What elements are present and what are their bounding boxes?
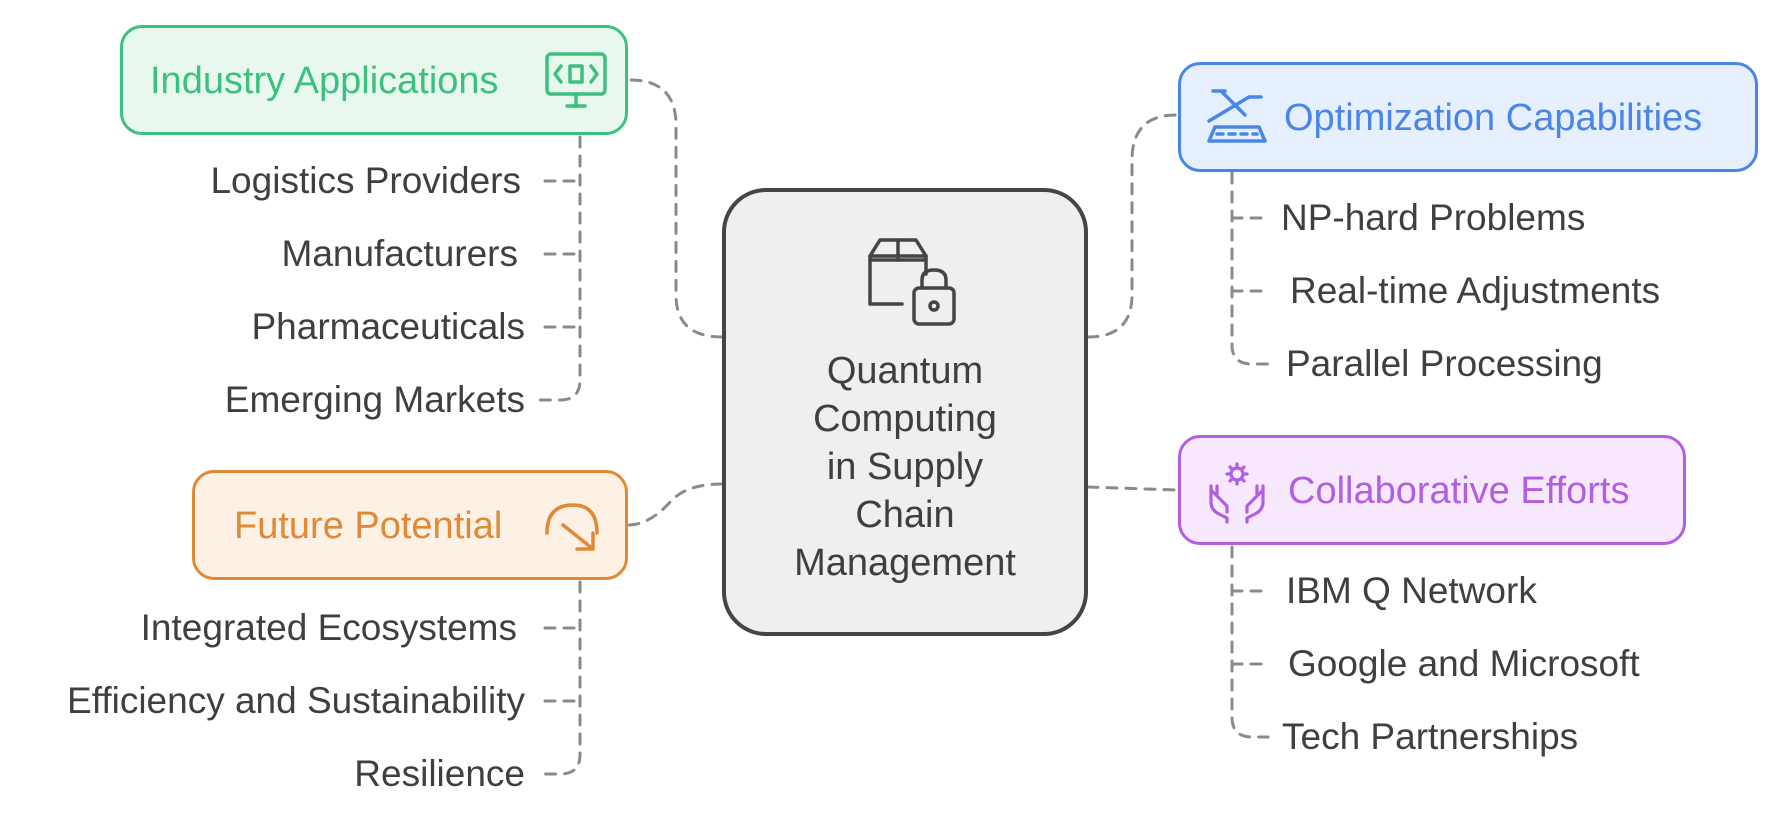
collab-item-tech-partnerships: Tech Partnerships	[1282, 716, 1579, 757]
hands-gear-icon	[1209, 462, 1265, 524]
spine-industry	[538, 135, 582, 402]
optimization-capabilities-title: Optimization Capabilities	[1284, 97, 1703, 139]
spine-optimization	[1230, 171, 1270, 366]
connector-center-industry	[626, 78, 724, 339]
category-future-potential: Future Potential	[192, 470, 628, 580]
collaborative-efforts-title: Collaborative Efforts	[1288, 470, 1630, 512]
center-title-line-1: Quantum	[826, 350, 984, 392]
monitor-code-icon	[545, 52, 607, 108]
optimization-tool-icon	[1207, 89, 1267, 143]
spine-collab	[1230, 545, 1270, 739]
industry-item-logistics-providers: Logistics Providers	[210, 160, 521, 201]
collab-item-google-microsoft: Google and Microsoft	[1288, 643, 1640, 684]
center-title-line-3: in Supply	[826, 446, 984, 488]
future-item-resilience: Resilience	[354, 753, 525, 794]
box-lock-icon	[868, 238, 956, 326]
optimization-item-real-time: Real-time Adjustments	[1290, 270, 1661, 311]
optimization-item-parallel: Parallel Processing	[1286, 343, 1603, 384]
industry-applications-title: Industry Applications	[150, 60, 499, 102]
category-optimization-capabilities: Optimization Capabilities	[1178, 62, 1758, 172]
connector-center-optimization	[1086, 113, 1178, 339]
industry-item-pharmaceuticals: Pharmaceuticals	[251, 306, 525, 347]
optimization-item-np-hard: NP-hard Problems	[1281, 197, 1586, 238]
connector-center-future	[626, 482, 724, 527]
collab-item-ibm-q-network: IBM Q Network	[1286, 570, 1537, 611]
center-title-line-4: Chain	[855, 494, 955, 536]
center-title-line-2: Computing	[813, 398, 997, 440]
curved-arrow-icon	[545, 503, 599, 551]
future-item-integrated-ecosystems: Integrated Ecosystems	[140, 607, 517, 648]
future-item-efficiency-sustainability: Efficiency and Sustainability	[67, 680, 525, 721]
connector-center-collab	[1086, 485, 1178, 492]
category-collaborative-efforts: Collaborative Efforts	[1178, 435, 1686, 545]
future-potential-title: Future Potential	[234, 505, 503, 547]
spine-future	[538, 580, 582, 776]
industry-item-emerging-markets: Emerging Markets	[224, 379, 525, 420]
center-title-line-5: Management	[794, 542, 1016, 584]
category-industry-applications: Industry Applications	[120, 25, 628, 135]
industry-item-manufacturers: Manufacturers	[281, 233, 519, 274]
central-topic-node: Quantum Computing in Supply Chain Manage…	[722, 188, 1088, 636]
